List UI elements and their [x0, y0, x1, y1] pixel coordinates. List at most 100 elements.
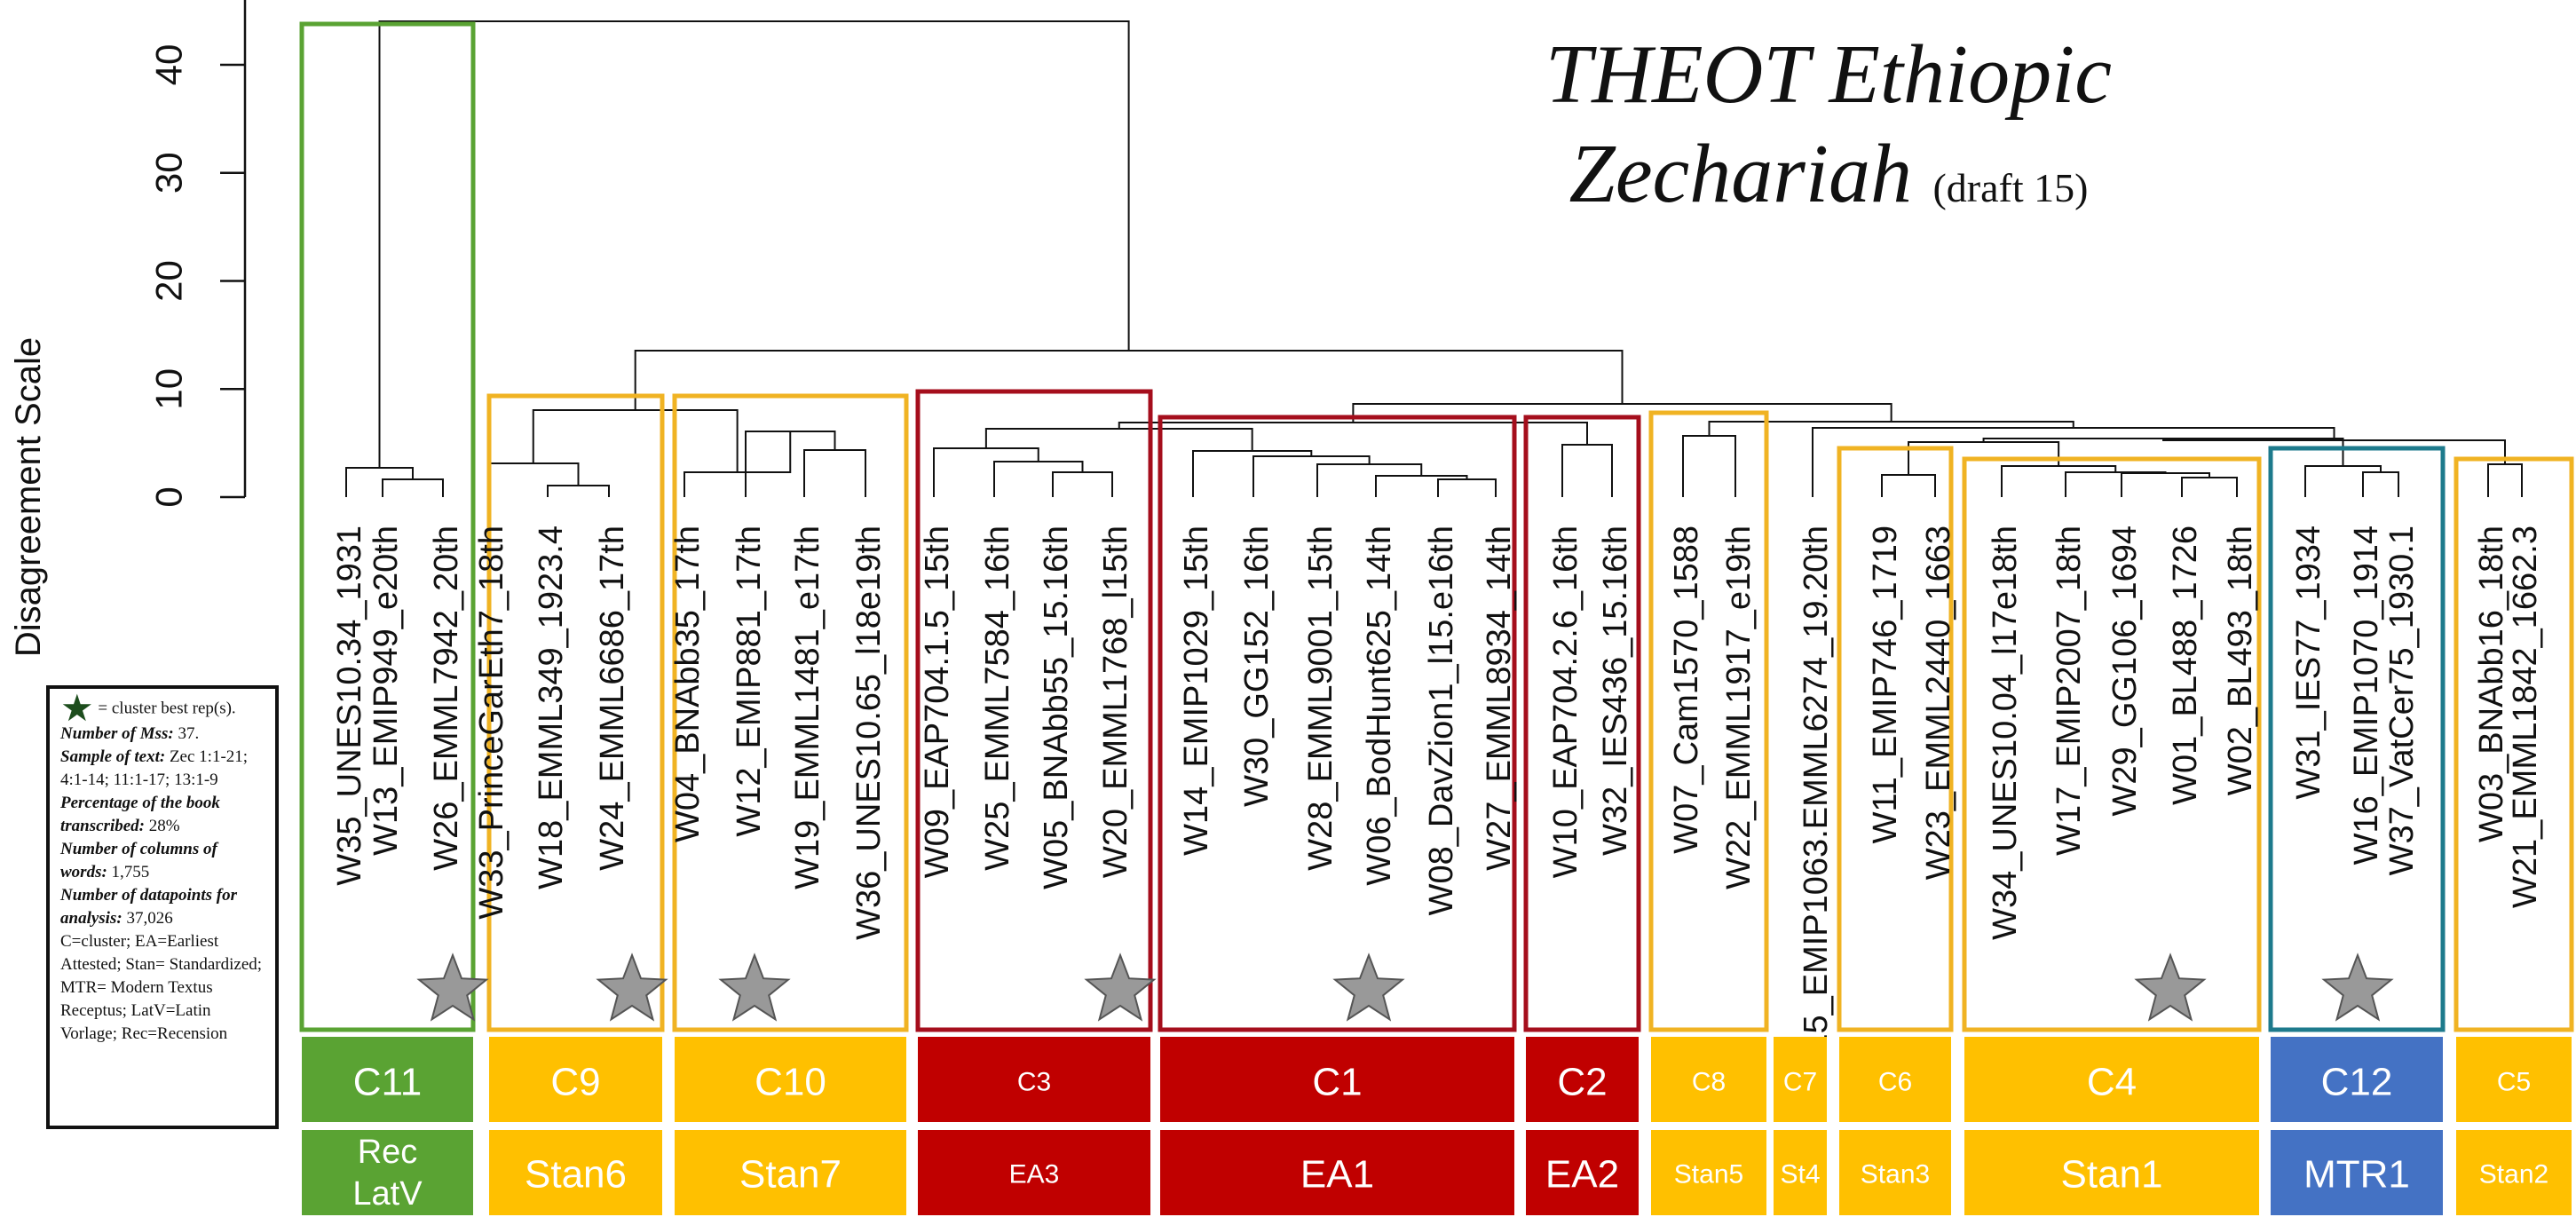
cluster-group-label: LatV [352, 1175, 423, 1213]
title-draft: (draft 15) [1932, 165, 2089, 210]
leaf-label: W14_EMIP1029_15th [1178, 526, 1215, 856]
cluster-box [1837, 446, 1954, 1032]
leaf-label: W33_PrinceGarEth7_18th [473, 526, 510, 920]
cluster-box [2268, 446, 2446, 1032]
tree-branch [2001, 465, 2117, 497]
leaf-label: W19_EMML1481_e17th [789, 526, 826, 889]
leaf-label: W04_BNAbb35_17th [669, 526, 707, 842]
star-icon [718, 952, 791, 1022]
tree-branch [1437, 478, 1497, 497]
leaf-label: W02_BL493_18th [2222, 526, 2259, 795]
cluster-id-band [302, 1037, 473, 1122]
cluster-id-label: C7 [1783, 1068, 1817, 1097]
cluster-box [915, 389, 1153, 1032]
cluster-box [1523, 415, 1641, 1032]
y-tick-label: 40 [148, 44, 190, 86]
cluster-group-label: Stan3 [1861, 1160, 1930, 1189]
cluster-id-band [1774, 1037, 1827, 1122]
y-tick-label: 10 [148, 368, 190, 410]
leaf-label: W27_EMML8934_14th [1481, 526, 1518, 871]
cluster-id-label: C5 [2497, 1068, 2531, 1097]
cluster-group-label: Stan2 [2479, 1160, 2548, 1189]
tree-branch [1052, 471, 1113, 497]
cluster-id-label: C10 [755, 1061, 826, 1104]
cluster-box [1648, 410, 1769, 1032]
cluster-box [1158, 415, 1517, 1032]
legend-cols-value: 1,755 [111, 863, 150, 881]
leaf-label: W15_EMIP1063.EMML6274_19.20th [1798, 526, 1835, 1085]
tree-branch [993, 461, 1084, 497]
cluster-boxes [299, 21, 2574, 1032]
cluster-id-label: C9 [550, 1061, 600, 1104]
tree-branch [1192, 450, 1313, 497]
leaf-label: W23_EMML2440_1663 [1920, 526, 1957, 880]
legend-dp-label: Number of datapoints for analysis: [60, 886, 237, 928]
cluster-box [486, 393, 665, 1032]
leaf-label: W37_VatCer75_1930.1 [2383, 526, 2421, 875]
cluster-group-label: Stan1 [2061, 1153, 2163, 1197]
tree-branch [1252, 455, 1371, 497]
leaf-label: W28_EMML9001_15th [1302, 526, 1339, 871]
cluster-id-label: C12 [2321, 1061, 2393, 1104]
cluster-id-band [1651, 1037, 1766, 1122]
leaf-label: W03_BNAbb16_18th [2473, 526, 2510, 842]
leaf-label: W30_GG152_16th [1238, 526, 1276, 807]
star-icon [416, 952, 489, 1022]
cluster-id-band [918, 1037, 1150, 1122]
cluster-id-label: C4 [2087, 1061, 2137, 1104]
y-tick-label: 30 [148, 152, 190, 194]
cluster-box [1962, 456, 2262, 1032]
tree-branch [1316, 463, 1423, 497]
tree-branch [378, 20, 1130, 468]
leaf-label: W31_IES77_1934 [2290, 526, 2327, 799]
title-line-2: Zechariah [1569, 128, 1912, 220]
cluster-group-label: Stan5 [1674, 1160, 1743, 1189]
tree-branch [1682, 435, 1736, 497]
cluster-id-band [1160, 1037, 1514, 1122]
cluster-group-label: EA2 [1545, 1153, 1619, 1197]
tree-branch [634, 350, 1624, 410]
leaf-label: W36_UNES10.65_l18e19th [850, 526, 888, 940]
title-line-1: THEOT Ethiopic [1545, 28, 2113, 121]
cluster-id-label: C1 [1312, 1061, 1362, 1104]
legend-dp-value: 37,026 [126, 909, 173, 928]
cluster-group-band [675, 1130, 906, 1215]
star-icon [2134, 952, 2207, 1022]
legend-pct-value: 28% [148, 817, 180, 835]
tree-branch [1352, 403, 1892, 423]
tree-branch [2487, 463, 2523, 497]
cluster-box [672, 393, 909, 1032]
cluster-id-label: C8 [1692, 1068, 1726, 1097]
y-tick-label: 20 [148, 260, 190, 302]
legend-mss-label: Number of Mss: [60, 724, 174, 743]
leaf-label: W29_GG106_1694 [2106, 526, 2144, 816]
cluster-group-band [1964, 1130, 2259, 1215]
cluster-group-label: Stan7 [739, 1153, 842, 1197]
cluster-id-band [2456, 1037, 2572, 1122]
cluster-group-band [1160, 1130, 1514, 1215]
chart-title: THEOT Ethiopic Zechariah (draft 15) [1500, 25, 2157, 238]
legend-box: ★ = cluster best rep(s). Number of Mss: … [46, 685, 279, 1129]
leaf-label: W05_BNAbb55_15.16th [1038, 526, 1075, 889]
cluster-box [2454, 456, 2574, 1032]
cluster-group-label: EA3 [1009, 1160, 1060, 1189]
legend-cols-label: Number of columns of words: [60, 840, 217, 881]
tree-branch [2181, 477, 2238, 497]
legend-star-text: = cluster best rep(s). [98, 699, 236, 718]
cluster-id-band [1964, 1037, 2259, 1122]
tree-branch [2362, 471, 2399, 497]
legend-sample-label: Sample of text: [60, 747, 166, 766]
leaf-label: W26_EMML7942_20th [428, 526, 465, 871]
leaf-label: W12_EMIP881_17th [731, 526, 768, 837]
leaf-label: W21_EMML1842_1662.3 [2507, 526, 2544, 908]
leaf-label: W24_EMML6686_17th [594, 526, 631, 871]
cluster-group-label: St4 [1780, 1160, 1820, 1189]
leaf-label: W18_EMML349_1923.4 [533, 526, 570, 889]
star-icon [596, 952, 668, 1022]
star-icon [2321, 952, 2394, 1022]
cluster-id-band [1839, 1037, 1951, 1122]
star-icon [1332, 952, 1405, 1022]
